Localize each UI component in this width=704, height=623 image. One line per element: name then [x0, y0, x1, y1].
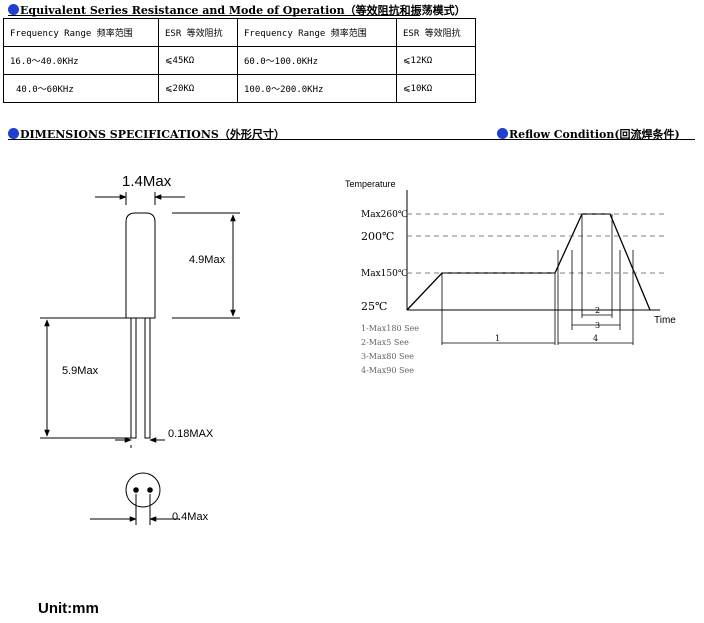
temp-label-260: Max260℃ [361, 210, 408, 220]
esr-header-esr-1: ESR 等效阻抗 [158, 18, 238, 47]
temp-label-200: 200℃ [361, 230, 394, 243]
freq-range-cell: 100.0～200.0KHz [237, 74, 397, 103]
reflow-x-axis-label: Time [654, 315, 676, 326]
interval-mark-3: 3 [595, 321, 600, 330]
interval-mark-4: 4 [593, 334, 598, 343]
bullet-icon [8, 4, 19, 15]
interval-mark-1: 1 [495, 334, 500, 343]
reflow-section-title: Reflow Condition(回流焊条件) [497, 126, 680, 142]
lead-length-label: 5.9Max [62, 365, 99, 377]
bullet-icon [8, 128, 19, 139]
reflow-profile-line [406, 213, 651, 311]
temp-label-150: Max150℃ [361, 269, 408, 279]
crystal-lead-left [130, 317, 137, 439]
reflow-note: 2-Max5 See [361, 338, 409, 347]
crystal-body [125, 212, 156, 319]
lead-diameter-label: 0.18MAX [168, 428, 214, 440]
dimensions-section-title: DIMENSIONS SPECIFICATIONS（外形尺寸） [8, 126, 285, 142]
esr-header-freq-1: Frequency Range 频率范围 [3, 18, 159, 47]
table-row: 16.0～40.0KHz ⩽45KΩ 60.0～100.0KHz ⩽12KΩ [3, 46, 476, 75]
unit-label: Unit:mm [38, 600, 99, 617]
esr-title-underline [8, 15, 420, 16]
body-length-label: 4.9Max [189, 254, 226, 266]
reflow-note: 1-Max180 See [361, 324, 419, 333]
lead-spacing-label: 0.4Max [172, 511, 209, 523]
freq-range-cell: 40.0～60KHz [3, 74, 159, 103]
freq-range-cell: 60.0～100.0KHz [237, 46, 397, 75]
reflow-y-axis-label: Temperature [345, 179, 396, 189]
crystal-lead-right [144, 317, 151, 439]
reflow-title-text: Reflow Condition(回流焊条件) [509, 128, 680, 141]
interval-mark-2: 2 [595, 306, 600, 315]
lead-dot-left [133, 487, 139, 493]
esr-title-text: Equivalent Series Resistance and Mode of… [20, 4, 466, 17]
crystal-end-view [125, 472, 161, 508]
width-dimension-label: 1.4Max [122, 173, 172, 190]
esr-header-esr-2: ESR 等效阻抗 [396, 18, 476, 47]
dimensions-title-text: DIMENSIONS SPECIFICATIONS（外形尺寸） [20, 128, 285, 141]
table-row: 40.0～60KHz ⩽20KΩ 100.0～200.0KHz ⩽10KΩ [3, 74, 476, 103]
esr-table: Frequency Range 频率范围 ESR 等效阻抗 Frequency … [3, 18, 476, 103]
esr-value-cell: ⩽10KΩ [396, 74, 476, 103]
reflow-note: 3-Max80 See [361, 352, 414, 361]
section-divider-line [8, 139, 695, 140]
esr-section-title: Equivalent Series Resistance and Mode of… [8, 2, 466, 18]
reflow-note: 4-Max90 See [361, 366, 414, 375]
lead-dot-right [147, 487, 153, 493]
temp-label-25: 25℃ [361, 300, 387, 313]
esr-value-cell: ⩽12KΩ [396, 46, 476, 75]
bullet-icon [497, 128, 508, 139]
